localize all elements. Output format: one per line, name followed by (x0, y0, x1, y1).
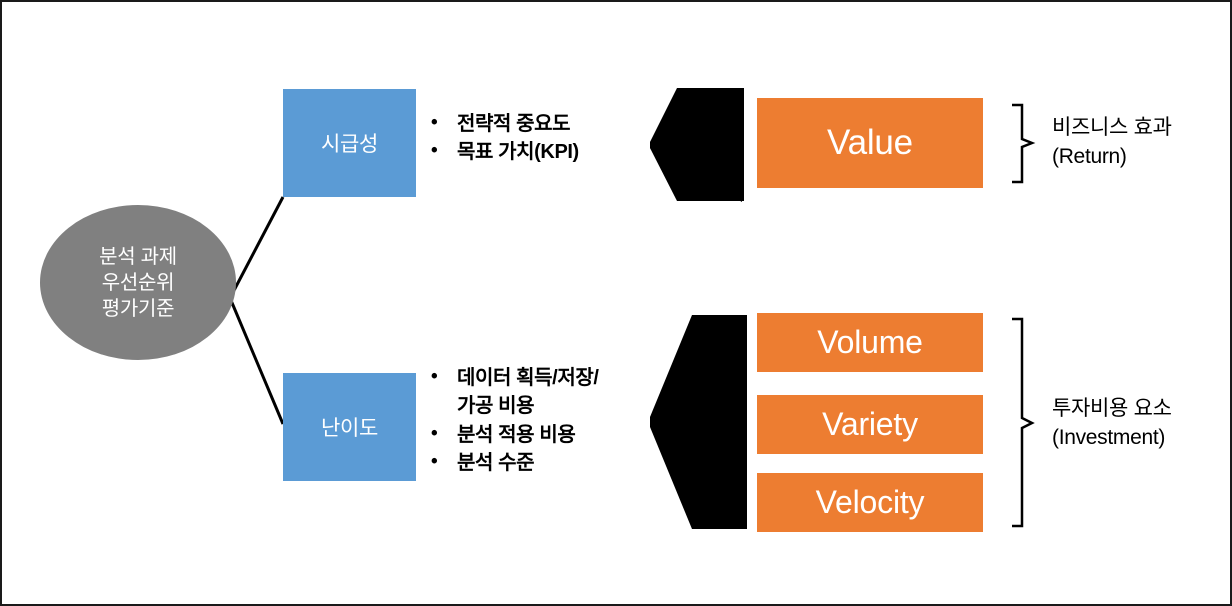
factor-box-value-label: Value (827, 123, 913, 162)
connector-line-difficulty (228, 297, 285, 425)
branch-box-difficulty-label: 난이도 (320, 417, 379, 440)
group-label-return-korean: 비즈니스 효과 (1052, 116, 1172, 139)
bullet-marker-icon: • (431, 422, 438, 444)
bullet-list-urgency: • 전략적 중요도 • 목표 가치(KPI) (431, 110, 646, 167)
factor-box-value: Value (757, 98, 983, 188)
bullet-marker-icon: • (431, 366, 438, 387)
group-label-return-english: (Return) (1052, 144, 1127, 168)
center-node-line-1: 분석 과제 (99, 245, 177, 268)
bullet-text: 목표 가치(KPI) (457, 141, 579, 164)
branch-box-urgency: 시급성 (283, 89, 416, 197)
bullet-text-line-1: 데이터 획득/저장/ (457, 367, 599, 389)
center-node-line-2: 우선순위 (101, 271, 175, 294)
list-item: • 분석 수준 (431, 449, 649, 477)
bullet-marker-icon: • (431, 112, 438, 133)
factor-box-volume-label: Volume (817, 324, 923, 360)
factor-box-variety-label: Variety (822, 406, 918, 442)
bullet-text: 전략적 중요도 (457, 113, 571, 135)
bullet-marker-icon: • (431, 451, 438, 473)
center-node: 분석 과제 우선순위 평가기준 (40, 205, 236, 360)
list-item: • 분석 적용 비용 (431, 421, 649, 449)
chevron-left-icon-upper (650, 90, 742, 202)
chevron-left-icon-lower (650, 315, 747, 529)
bracket-return (1012, 103, 1036, 184)
factor-box-velocity: Velocity (757, 473, 983, 532)
group-label-investment-english: (Investment) (1052, 425, 1166, 449)
bullet-text: 분석 수준 (457, 452, 535, 475)
chevron-left-icon-upper-body (650, 88, 744, 201)
group-label-return: 비즈니스 효과 (Return) (1052, 114, 1172, 171)
connector-line-urgency (228, 196, 285, 299)
branch-box-difficulty: 난이도 (283, 373, 416, 481)
bracket-investment (1012, 317, 1035, 528)
list-item: • 데이터 획득/저장/가공 비용 (431, 364, 649, 421)
bullet-list-difficulty: • 데이터 획득/저장/가공 비용 • 분석 적용 비용 • 분석 수준 (431, 364, 649, 478)
factor-box-volume: Volume (757, 313, 983, 372)
bullet-text-line-2: 가공 비용 (457, 395, 535, 418)
center-node-line-3: 평가기준 (101, 297, 175, 320)
bullet-marker-icon: • (431, 140, 438, 162)
branch-box-urgency-label: 시급성 (320, 133, 379, 156)
chevron-left-icon-upper-solid (650, 88, 744, 201)
list-item: • 전략적 중요도 (431, 110, 646, 138)
group-label-investment: 투자비용 요소 (Investment) (1052, 395, 1172, 452)
factor-box-velocity-label: Velocity (815, 484, 925, 520)
group-label-investment-korean: 투자비용 요소 (1052, 397, 1172, 420)
list-item: • 목표 가치(KPI) (431, 138, 646, 166)
bullet-text: 분석 적용 비용 (457, 423, 576, 446)
bullet-text: 데이터 획득/저장/가공 비용 (457, 364, 649, 421)
factor-box-variety: Variety (757, 395, 983, 454)
